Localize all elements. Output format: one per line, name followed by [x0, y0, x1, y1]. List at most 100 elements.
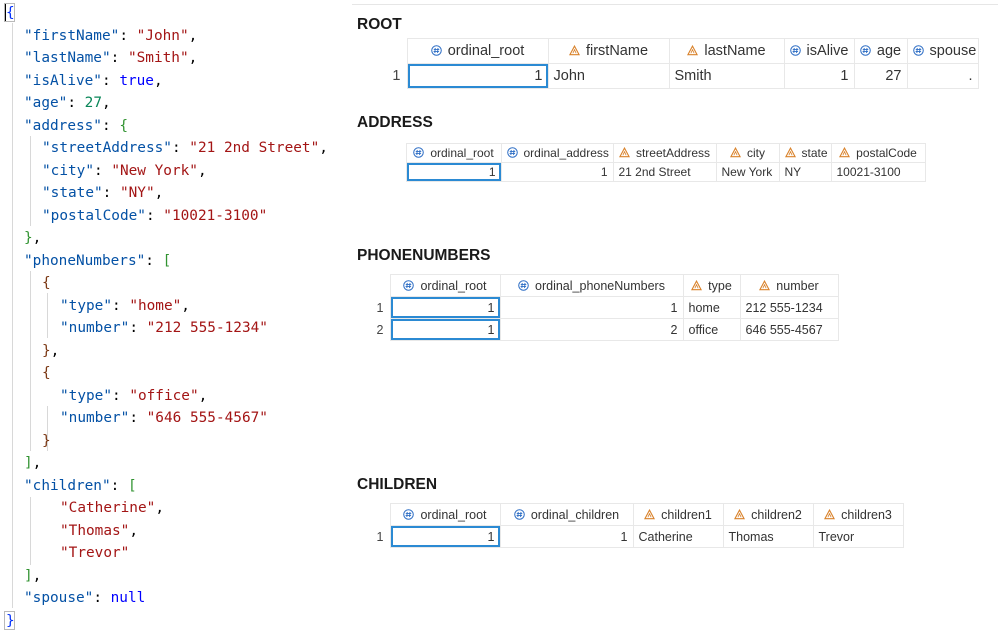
table-cell[interactable]: 1: [405, 162, 502, 182]
code-token: "Thomas": [60, 522, 130, 539]
code-token: "postalCode": [42, 207, 146, 224]
code-token: "state": [42, 185, 103, 201]
code-token: ,: [198, 387, 208, 404]
code-token: }: [24, 230, 33, 246]
code-token: "age": [24, 95, 68, 111]
column-header-firstname[interactable]: firstName: [547, 38, 670, 64]
code-token: ,: [154, 185, 164, 201]
table-cell[interactable]: Thomas: [722, 525, 814, 548]
code-line: "Catherine",: [60, 497, 164, 520]
code-line: "spouse": null: [24, 587, 145, 610]
table-cell[interactable]: 21 2nd Street: [612, 162, 717, 182]
column-header-number[interactable]: number: [739, 274, 839, 297]
code-token: ,: [101, 95, 111, 111]
table-cell[interactable]: Catherine: [632, 525, 724, 548]
column-header-children2[interactable]: children2: [722, 503, 814, 526]
column-header-lastname[interactable]: lastName: [668, 38, 785, 64]
code-token: ,: [32, 230, 42, 246]
table-cell[interactable]: 1: [389, 318, 501, 341]
table-cell[interactable]: .: [906, 63, 979, 89]
column-header-ordinal-root[interactable]: ordinal_root: [389, 503, 501, 526]
table-cell[interactable]: home: [682, 296, 741, 319]
code-token: "home": [129, 297, 182, 314]
column-header-label: ordinal_phoneNumbers: [535, 278, 665, 293]
indent-guide: [47, 293, 48, 338]
code-token: :: [129, 320, 147, 336]
code-line: "isAlive": true,: [24, 70, 163, 93]
top-border: [352, 4, 998, 24]
column-header-label: spouse: [929, 43, 977, 59]
column-header-children3[interactable]: children3: [812, 503, 904, 526]
column-header-state[interactable]: state: [778, 143, 832, 163]
table-cell[interactable]: 1: [783, 63, 855, 89]
column-header-children1[interactable]: children1: [632, 503, 724, 526]
row-number-header: [370, 503, 390, 526]
json-source-pane[interactable]: { "firstName": "John","lastName": "Smith"…: [0, 0, 350, 640]
code-token: "646 555-4567": [146, 410, 268, 426]
column-header-label: children1: [661, 507, 712, 522]
table-cell[interactable]: 646 555-4567: [739, 318, 839, 341]
column-header-streetaddress[interactable]: streetAddress: [612, 143, 717, 163]
table-cell[interactable]: 212 555-1234: [739, 296, 839, 319]
column-header-label: isAlive: [806, 43, 849, 59]
column-header-postalcode[interactable]: postalCode: [830, 143, 926, 163]
code-token: "type": [60, 387, 112, 404]
column-header-ordinal-children[interactable]: ordinal_children: [499, 503, 634, 526]
indent-guide: [47, 406, 48, 451]
hash-icon: [413, 147, 425, 158]
indent-guide: [30, 136, 31, 226]
column-header-ordinal-root[interactable]: ordinal_root: [405, 143, 502, 163]
code-token: ,: [197, 162, 207, 179]
code-token: {: [6, 5, 15, 21]
code-line: "firstName": "John",: [24, 25, 197, 48]
column-header-spouse[interactable]: spouse: [906, 38, 979, 64]
table-cell[interactable]: office: [682, 318, 741, 341]
column-header-label: age: [876, 43, 902, 59]
hash-icon: [430, 45, 442, 56]
table-cell[interactable]: 27: [853, 63, 908, 89]
table-cell[interactable]: NY: [778, 162, 832, 182]
column-header-ordinal-root[interactable]: ordinal_root: [406, 38, 549, 64]
table-cell[interactable]: 1: [389, 296, 501, 319]
code-token: :: [145, 252, 163, 269]
code-token: :: [67, 95, 85, 111]
column-header-ordinal-root[interactable]: ordinal_root: [389, 274, 501, 297]
code-line: "lastName": "Smith",: [24, 47, 197, 70]
code-line: "streetAddress": "21 2nd Street",: [42, 137, 328, 160]
code-line: {: [6, 2, 15, 25]
table-cell[interactable]: 1: [406, 63, 549, 89]
table-cell[interactable]: 2: [499, 318, 684, 341]
column-header-age[interactable]: age: [853, 38, 908, 64]
code-line: "Trevor": [60, 542, 129, 565]
table-cell[interactable]: Smith: [668, 63, 785, 89]
column-header-label: children3: [841, 507, 892, 522]
code-token: :: [93, 590, 111, 606]
column-header-isalive[interactable]: isAlive: [783, 38, 855, 64]
table-cell[interactable]: New York: [715, 162, 780, 182]
table-cell[interactable]: 1: [500, 162, 614, 182]
column-header-city[interactable]: city: [715, 143, 780, 163]
indent-guide: [12, 23, 13, 608]
column-header-label: ordinal_address: [523, 146, 609, 160]
table-cell[interactable]: 1: [499, 296, 684, 319]
column-header-ordinal-phonenumbers[interactable]: ordinal_phoneNumbers: [499, 274, 684, 297]
code-token: ,: [129, 522, 138, 539]
table-cell[interactable]: 10021-3100: [830, 162, 926, 182]
column-header-type[interactable]: type: [682, 274, 741, 297]
table-cell[interactable]: 1: [389, 525, 501, 548]
column-header-ordinal-address[interactable]: ordinal_address: [500, 143, 614, 163]
table-cell[interactable]: Trevor: [812, 525, 904, 548]
table-cell[interactable]: John: [547, 63, 670, 89]
code-token: "21 2nd Street": [189, 140, 320, 156]
table-cell[interactable]: 1: [499, 525, 634, 548]
